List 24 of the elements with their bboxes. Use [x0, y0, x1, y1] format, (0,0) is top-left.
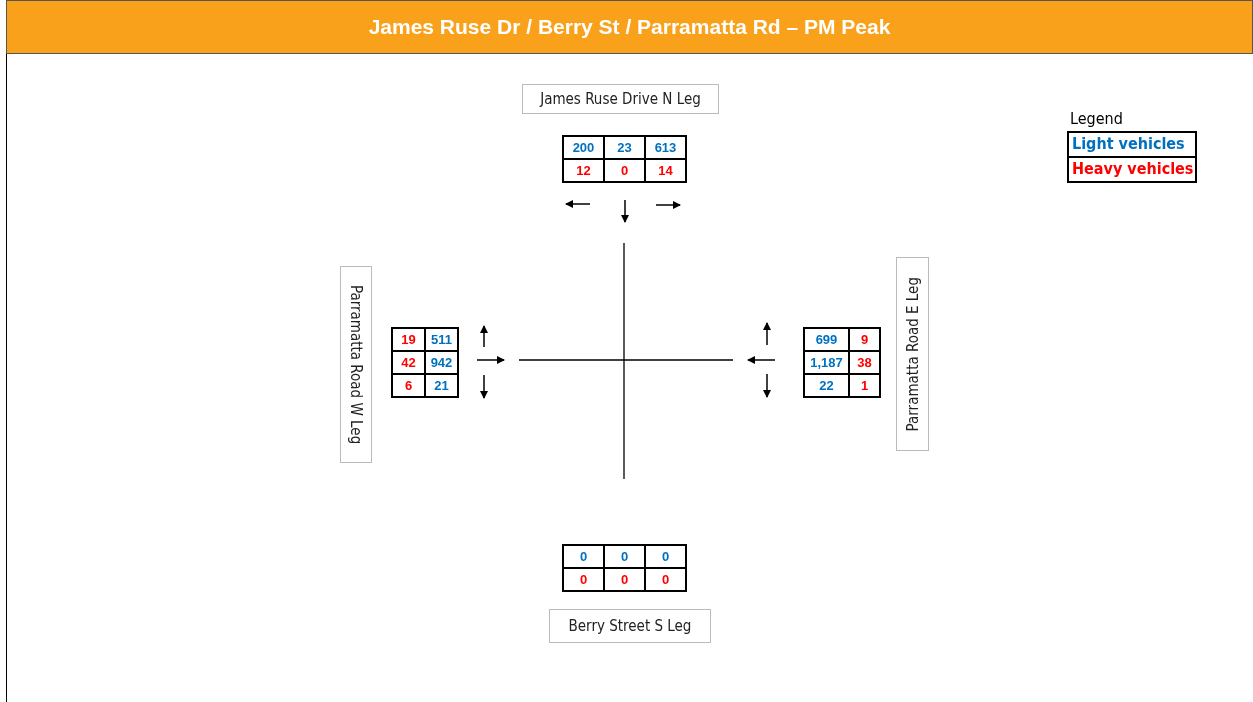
heavy-vehicle-count: 0: [562, 567, 605, 592]
leg-label-box: [522, 84, 719, 114]
light-vehicle-count: 0: [644, 544, 687, 569]
leg-name: Berry Street S Leg: [568, 617, 692, 635]
heavy-vehicle-count: 0: [644, 567, 687, 592]
heavy-vehicle-count: 14: [644, 158, 687, 183]
leg-label-box: [549, 609, 711, 643]
heavy-vehicle-count: 9: [848, 327, 881, 352]
light-vehicle-count: 511: [424, 327, 459, 352]
heavy-vehicle-count: 12: [562, 158, 605, 183]
legend-entry: Light vehicles: [1067, 131, 1197, 158]
light-vehicle-count: 613: [644, 135, 687, 160]
leg-name: Parramatta Road E Leg: [903, 276, 922, 432]
light-vehicle-count: 22: [803, 373, 850, 398]
leg-label-box: [896, 257, 929, 451]
legend-entry: Heavy vehicles: [1067, 156, 1197, 183]
heavy-vehicle-count: 1: [848, 373, 881, 398]
heavy-vehicle-count: 6: [391, 373, 426, 398]
title-banner: James Ruse Dr / Berry St / Parramatta Rd – PM Peak: [6, 0, 1253, 54]
leg-label-box: [340, 266, 372, 463]
legend-heading: Legend: [1070, 109, 1123, 128]
leg-name: Parramatta Road W Leg: [347, 284, 365, 445]
light-vehicle-count: 21: [424, 373, 459, 398]
leg-name: James Ruse Drive N Leg: [540, 90, 701, 108]
